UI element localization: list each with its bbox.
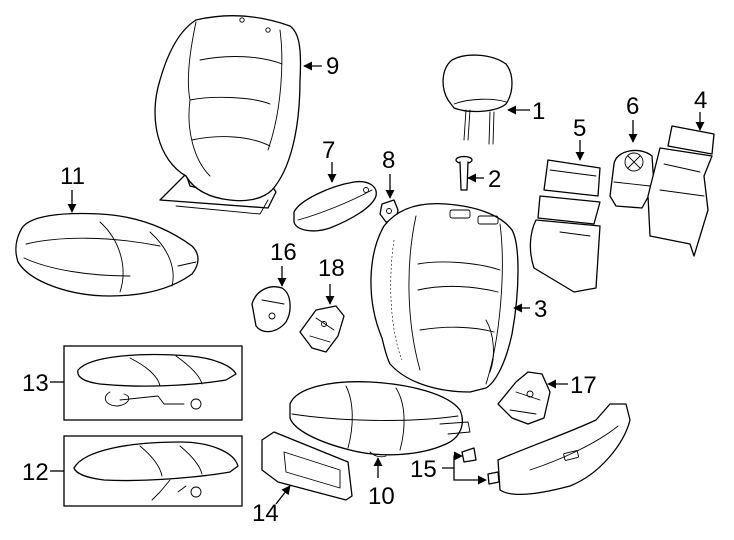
svg-text:15: 15: [410, 456, 437, 483]
svg-text:5: 5: [573, 115, 586, 142]
seat-back-panel-part-5: [529, 159, 601, 293]
heater-pad-group-part-12: [63, 435, 243, 507]
callout-3: 3: [513, 296, 547, 323]
recliner-bracket-part-17: [497, 371, 551, 425]
svg-text:7: 7: [322, 137, 335, 164]
callout-13: 13: [22, 370, 64, 397]
callout-15: 15: [410, 451, 487, 485]
headrest-part-1: [442, 54, 513, 145]
svg-text:14: 14: [252, 500, 279, 527]
callout-2: 2: [467, 166, 501, 193]
heater-pad-group-part-13: [63, 345, 243, 421]
callout-17: 17: [547, 372, 597, 399]
callout-7: 7: [322, 137, 337, 183]
callout-10: 10: [368, 457, 395, 510]
side-frame-cover-part-15: [461, 403, 631, 495]
seat-back-assembly-part-3: [370, 202, 519, 393]
svg-text:1: 1: [532, 98, 545, 125]
back-board-part-4: [647, 125, 715, 257]
svg-text:3: 3: [534, 296, 547, 323]
svg-text:6: 6: [626, 93, 639, 120]
headrest-guide-part-2: [455, 155, 473, 191]
svg-text:4: 4: [694, 87, 707, 114]
callout-5: 5: [573, 115, 586, 161]
callout-9: 9: [303, 53, 339, 80]
seat-cushion-part-10: [289, 381, 471, 458]
svg-text:17: 17: [570, 372, 597, 399]
callout-11: 11: [60, 163, 85, 213]
svg-text:16: 16: [270, 239, 297, 266]
callout-1: 1: [507, 98, 545, 125]
callout-18: 18: [318, 255, 345, 305]
bracket-part-16: [251, 286, 291, 333]
svg-text:18: 18: [318, 255, 345, 282]
recliner-cover-part-6: [609, 149, 655, 209]
callout-6: 6: [626, 93, 639, 143]
callout-14: 14: [252, 485, 291, 527]
callout-4: 4: [694, 87, 707, 131]
seat-cushion-pad-part-11: [15, 212, 199, 297]
callout-16: 16: [270, 239, 297, 287]
svg-text:2: 2: [488, 166, 501, 193]
seat-back-cover-part-9: [154, 15, 302, 215]
svg-text:11: 11: [60, 163, 85, 190]
svg-text:12: 12: [22, 459, 49, 486]
side-shield-part-7: [293, 180, 377, 232]
svg-text:8: 8: [382, 147, 395, 174]
callout-8: 8: [382, 147, 395, 199]
svg-text:13: 13: [22, 370, 49, 397]
harness-bracket-part-18: [299, 305, 345, 353]
callout-12: 12: [22, 459, 64, 486]
svg-text:9: 9: [326, 53, 339, 80]
svg-text:10: 10: [368, 483, 395, 510]
seat-trim-panel-part-14: [261, 431, 353, 501]
